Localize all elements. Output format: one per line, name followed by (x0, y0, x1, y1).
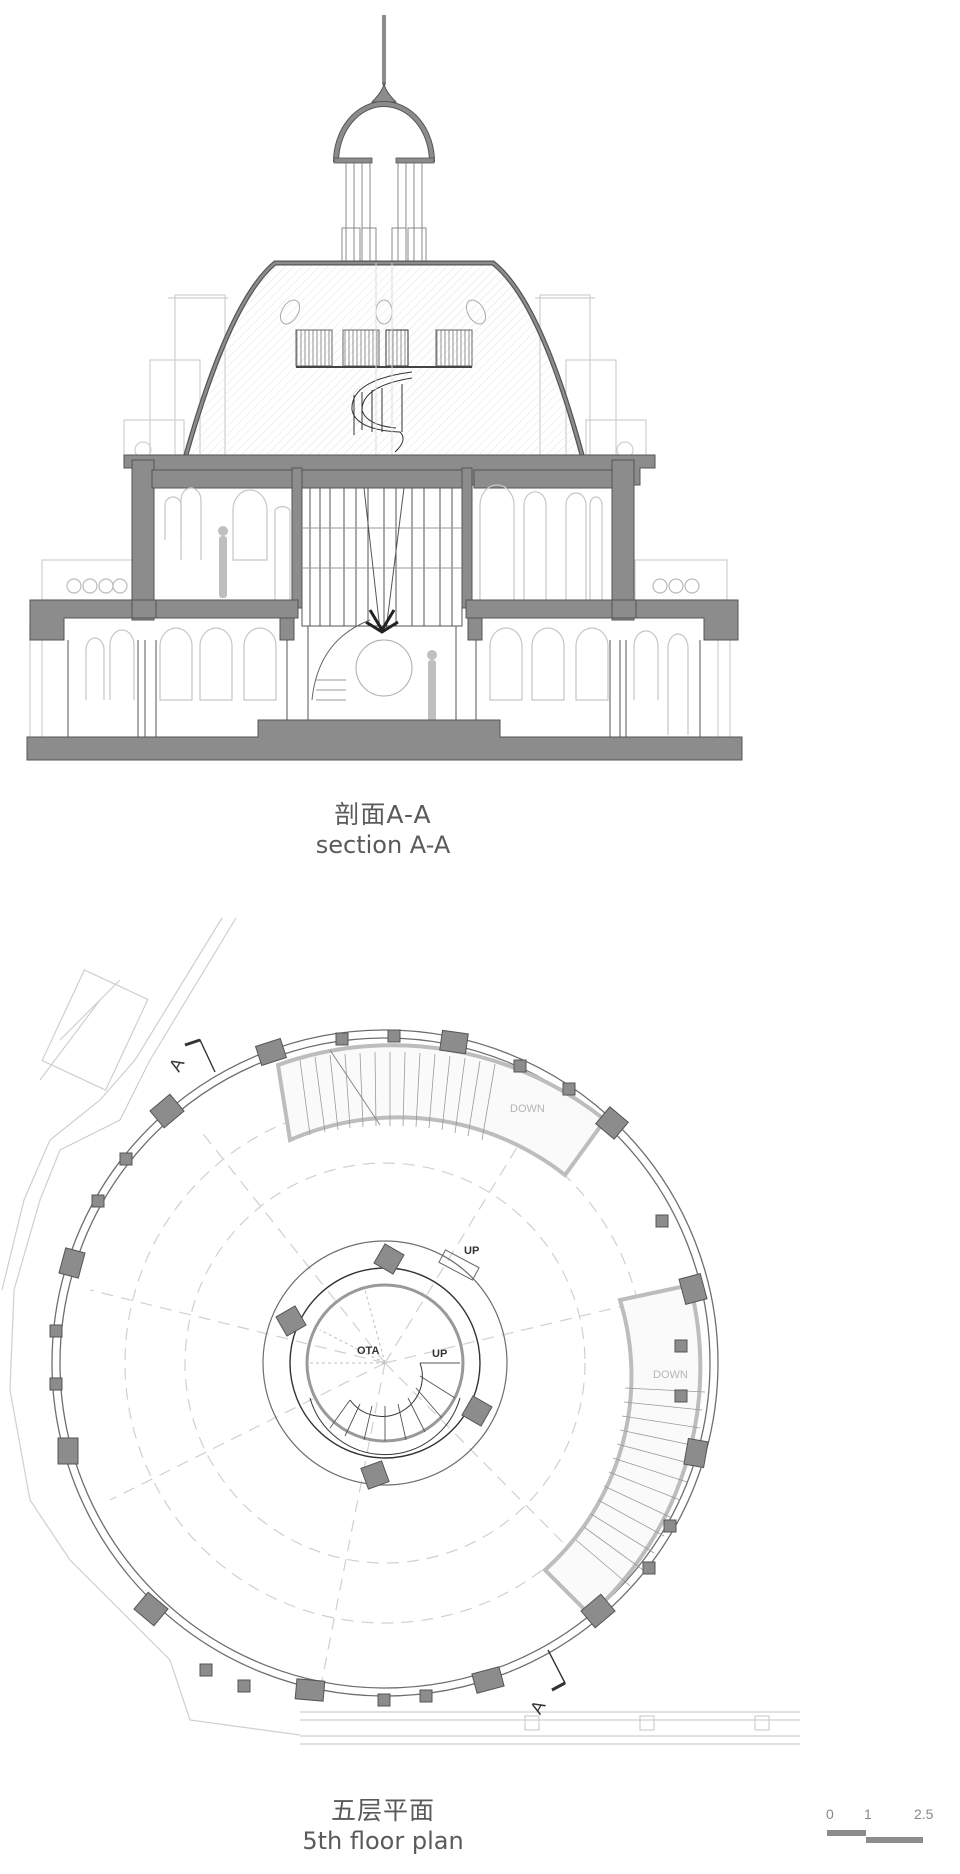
atrium-screen (301, 487, 463, 701)
section-caption-cn: 剖面A-A (334, 800, 432, 829)
scale-bar: 0 1 2.5 (820, 1806, 950, 1850)
label-down-right: DOWN (653, 1369, 688, 1381)
ground-floor-elevation (85, 627, 689, 735)
base-slab (26, 719, 743, 761)
section-a-a-drawing (26, 15, 743, 761)
label-up-outer: UP (464, 1245, 479, 1257)
scale-segment-1 (827, 1830, 866, 1836)
label-ota: OTA (357, 1345, 379, 1357)
stair-right (542, 1282, 706, 1618)
main-dome (183, 260, 585, 456)
section-mark-label-top: A (165, 1055, 188, 1075)
cupola (333, 15, 435, 263)
piers (49, 1029, 709, 1707)
core (262, 1240, 508, 1486)
context-outline (1, 917, 800, 1745)
plan-caption-cn: 五层平面 (330, 1796, 435, 1825)
label-up-inner: UP (432, 1348, 447, 1360)
upper-floor-elevation (164, 484, 603, 600)
upper-slab (123, 454, 656, 621)
section-caption-en: section A-A (315, 831, 451, 859)
section-marks (184, 1038, 566, 1692)
first-slab (29, 599, 739, 641)
stair-top (275, 1043, 608, 1178)
plan-caption-en: 5th floor plan (302, 1827, 464, 1855)
scale-tick-2-5: 2.5 (914, 1806, 934, 1822)
plan-caption: 五层平面 5th floor plan (300, 1796, 466, 1856)
person-silhouettes (218, 526, 437, 722)
scale-segment-2 (866, 1837, 923, 1843)
section-caption: 剖面A-A section A-A (300, 800, 466, 860)
label-down-top: DOWN (510, 1103, 545, 1115)
section-mark-label-bottom: A (526, 1697, 549, 1717)
fifth-floor-plan-drawing: OTA UP UP DOWN DOWN A A (1, 917, 800, 1745)
scale-tick-0: 0 (826, 1806, 834, 1822)
scale-tick-1: 1 (864, 1806, 872, 1822)
core-piers (275, 1243, 493, 1490)
